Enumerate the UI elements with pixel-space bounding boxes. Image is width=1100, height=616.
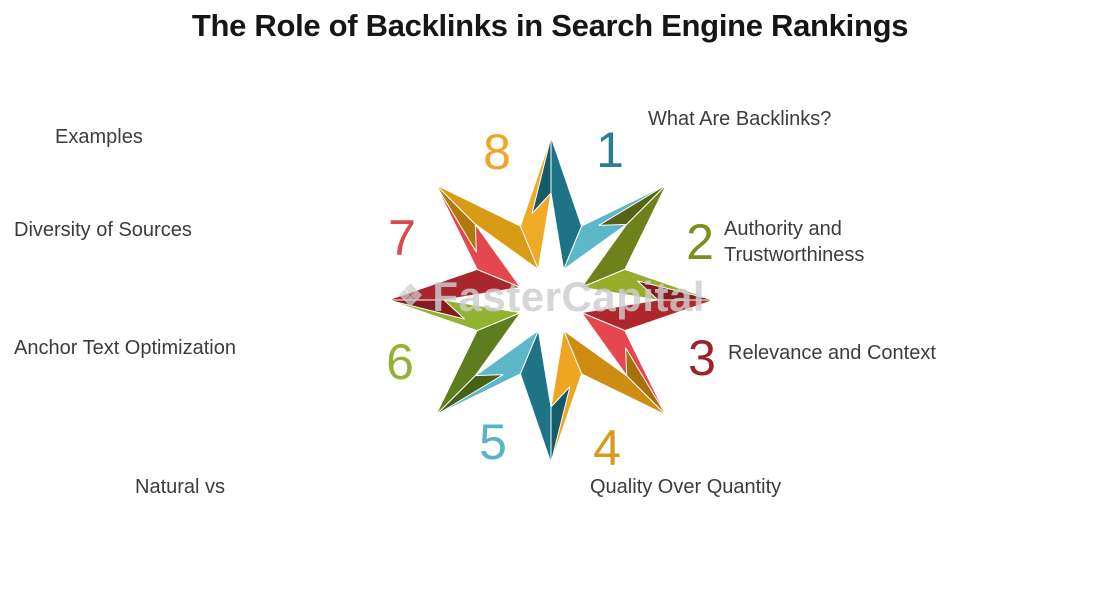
- ribbon-piece-1-fold: [531, 136, 552, 214]
- ribbon-piece-7-fold: [387, 299, 465, 320]
- label-what-are-backlinks: What Are Backlinks?: [648, 108, 832, 130]
- label-diversity-of-sources: Diversity of Sources: [14, 219, 192, 241]
- ribbon-piece-3-fold: [637, 280, 715, 301]
- step-number-4: 4: [593, 420, 621, 476]
- step-number-2: 2: [686, 214, 714, 270]
- ribbon-piece-8-fold: [435, 184, 477, 253]
- diagram-title: The Role of Backlinks in Search Engine R…: [191, 8, 909, 43]
- label-relevance-and-context: Relevance and Context: [728, 342, 936, 364]
- step-number-8: 8: [483, 124, 511, 180]
- step-number-3: 3: [688, 330, 716, 386]
- step-number-6: 6: [386, 334, 414, 390]
- step-number-5: 5: [479, 414, 507, 470]
- label-anchor-text-optimization: Anchor Text Optimization: [14, 337, 236, 359]
- step-number-1: 1: [596, 122, 624, 178]
- label-authority-and-trustworthiness: Authority and Trustworthiness: [724, 218, 865, 266]
- label-natural-vs: Natural vs: [135, 476, 226, 498]
- ribbon-piece-4-fold: [625, 347, 667, 416]
- step-number-7: 7: [388, 210, 416, 266]
- ribbon-piece-5-fold: [550, 386, 571, 464]
- ribbon-piece-6-fold: [435, 374, 504, 416]
- label-examples: Examples: [55, 126, 143, 148]
- label-quality-over-quantity: Quality Over Quantity: [590, 476, 782, 498]
- ribbon-piece-2-fold: [598, 184, 667, 226]
